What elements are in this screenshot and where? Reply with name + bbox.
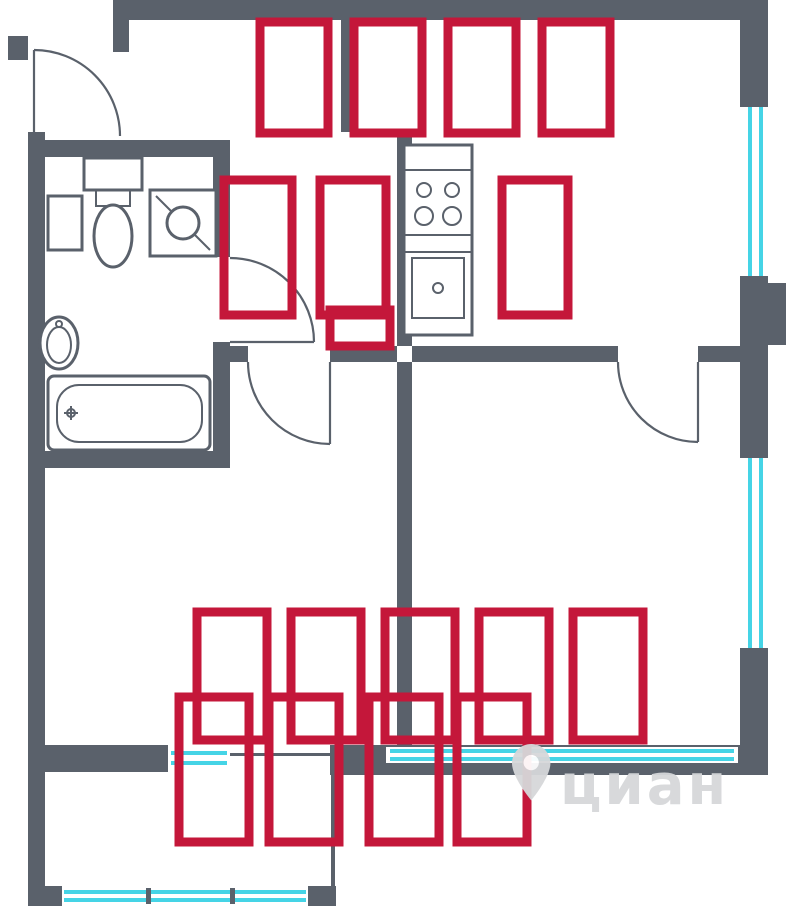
bathroom-right-wall-lower xyxy=(213,342,230,468)
furniture-block xyxy=(315,175,391,320)
furniture-block xyxy=(380,607,460,745)
bathroom-top-wall xyxy=(45,140,230,157)
stove-burner xyxy=(442,206,462,226)
washing-machine-door xyxy=(165,205,201,241)
furniture-block xyxy=(537,17,615,138)
stove-burner xyxy=(416,182,432,198)
balcony-left-wall xyxy=(28,772,45,906)
cross-wall-c xyxy=(412,346,618,362)
right-upper-window-frame xyxy=(740,107,768,276)
room-left-door xyxy=(246,361,332,446)
furniture-block xyxy=(349,17,427,138)
furniture-block xyxy=(443,17,521,138)
bathroom-cabinet xyxy=(46,194,84,252)
furniture-block xyxy=(264,692,344,847)
kitchen-sink-faucet xyxy=(432,282,444,294)
cross-wall-a xyxy=(213,346,248,362)
balcony-bottom-cap-right xyxy=(308,886,336,906)
fixtures xyxy=(38,143,474,452)
furniture-block xyxy=(325,305,395,351)
door-swing-arc xyxy=(246,361,331,446)
right-lower-window-frame xyxy=(740,458,768,648)
sink-faucet xyxy=(55,320,63,328)
right-wall-top xyxy=(740,0,768,107)
right-lower-window xyxy=(759,458,763,648)
toilet-tank xyxy=(82,156,144,192)
room-right-door xyxy=(616,361,700,444)
pin-shape xyxy=(512,744,551,801)
pin-hole xyxy=(523,754,539,771)
balcony-side-rail xyxy=(331,775,335,886)
left-wall-lower xyxy=(28,468,45,772)
center-wall xyxy=(397,362,412,745)
bathtub-outer xyxy=(46,374,212,452)
balcony-glazing xyxy=(64,890,306,894)
right-wall-mid xyxy=(740,276,768,458)
door-swing-arc xyxy=(33,48,122,137)
toilet-bowl xyxy=(92,203,134,269)
glazing-divider xyxy=(230,888,235,904)
balcony-rail xyxy=(230,753,330,756)
furniture-block xyxy=(174,692,254,847)
balcony-bottom-cap-left xyxy=(28,886,62,906)
right-wall-bottom xyxy=(740,648,768,775)
washing-machine xyxy=(148,188,218,258)
bathtub-faucet-icon xyxy=(66,408,76,418)
watermark: циан xyxy=(512,744,729,818)
furniture-block xyxy=(255,17,333,138)
furniture-block xyxy=(286,607,366,745)
location-pin-icon xyxy=(512,744,551,801)
furniture-block xyxy=(219,175,297,320)
balcony-door-window xyxy=(171,761,227,765)
toilet xyxy=(82,156,144,269)
glazing-divider xyxy=(146,888,151,904)
entry-return-wall xyxy=(113,20,129,52)
furniture-block xyxy=(192,607,272,745)
bathroom-bottom-wall xyxy=(45,451,213,468)
bottom-window xyxy=(390,749,734,753)
furniture-blocks xyxy=(174,17,648,847)
entrance-door xyxy=(32,48,122,137)
stove-burner xyxy=(444,182,460,198)
kitchen-sink xyxy=(411,257,465,319)
furniture-block xyxy=(364,692,444,847)
furniture-block xyxy=(497,175,573,320)
bottom-left-band xyxy=(28,745,168,772)
door-swing-arc xyxy=(616,361,699,444)
balcony-glazing-frame xyxy=(62,886,308,906)
kitchen-unit xyxy=(402,143,474,337)
right-wall-protrusion xyxy=(768,283,786,345)
right-upper-window xyxy=(759,107,763,276)
pedestal-sink xyxy=(38,315,80,371)
cross-wall-d xyxy=(698,346,740,362)
balcony-glazing xyxy=(64,898,306,902)
watermark-text: циан xyxy=(560,753,729,818)
bathroom-door xyxy=(229,256,316,344)
bathtub-inner xyxy=(56,384,203,443)
stove-burner xyxy=(414,206,434,226)
left-wall-upper xyxy=(28,132,45,468)
balcony-door-window xyxy=(171,751,227,755)
bottom-window xyxy=(390,757,734,761)
kitchen-counter xyxy=(402,143,474,337)
bathtub xyxy=(46,374,212,452)
furniture-block xyxy=(474,607,554,745)
door-swing-arc xyxy=(229,256,316,343)
right-upper-window xyxy=(748,107,752,276)
right-lower-window xyxy=(748,458,752,648)
entry-side-stub xyxy=(8,36,28,60)
furniture-block xyxy=(568,607,648,745)
sink-basin xyxy=(38,315,80,371)
top-wall xyxy=(113,0,768,20)
